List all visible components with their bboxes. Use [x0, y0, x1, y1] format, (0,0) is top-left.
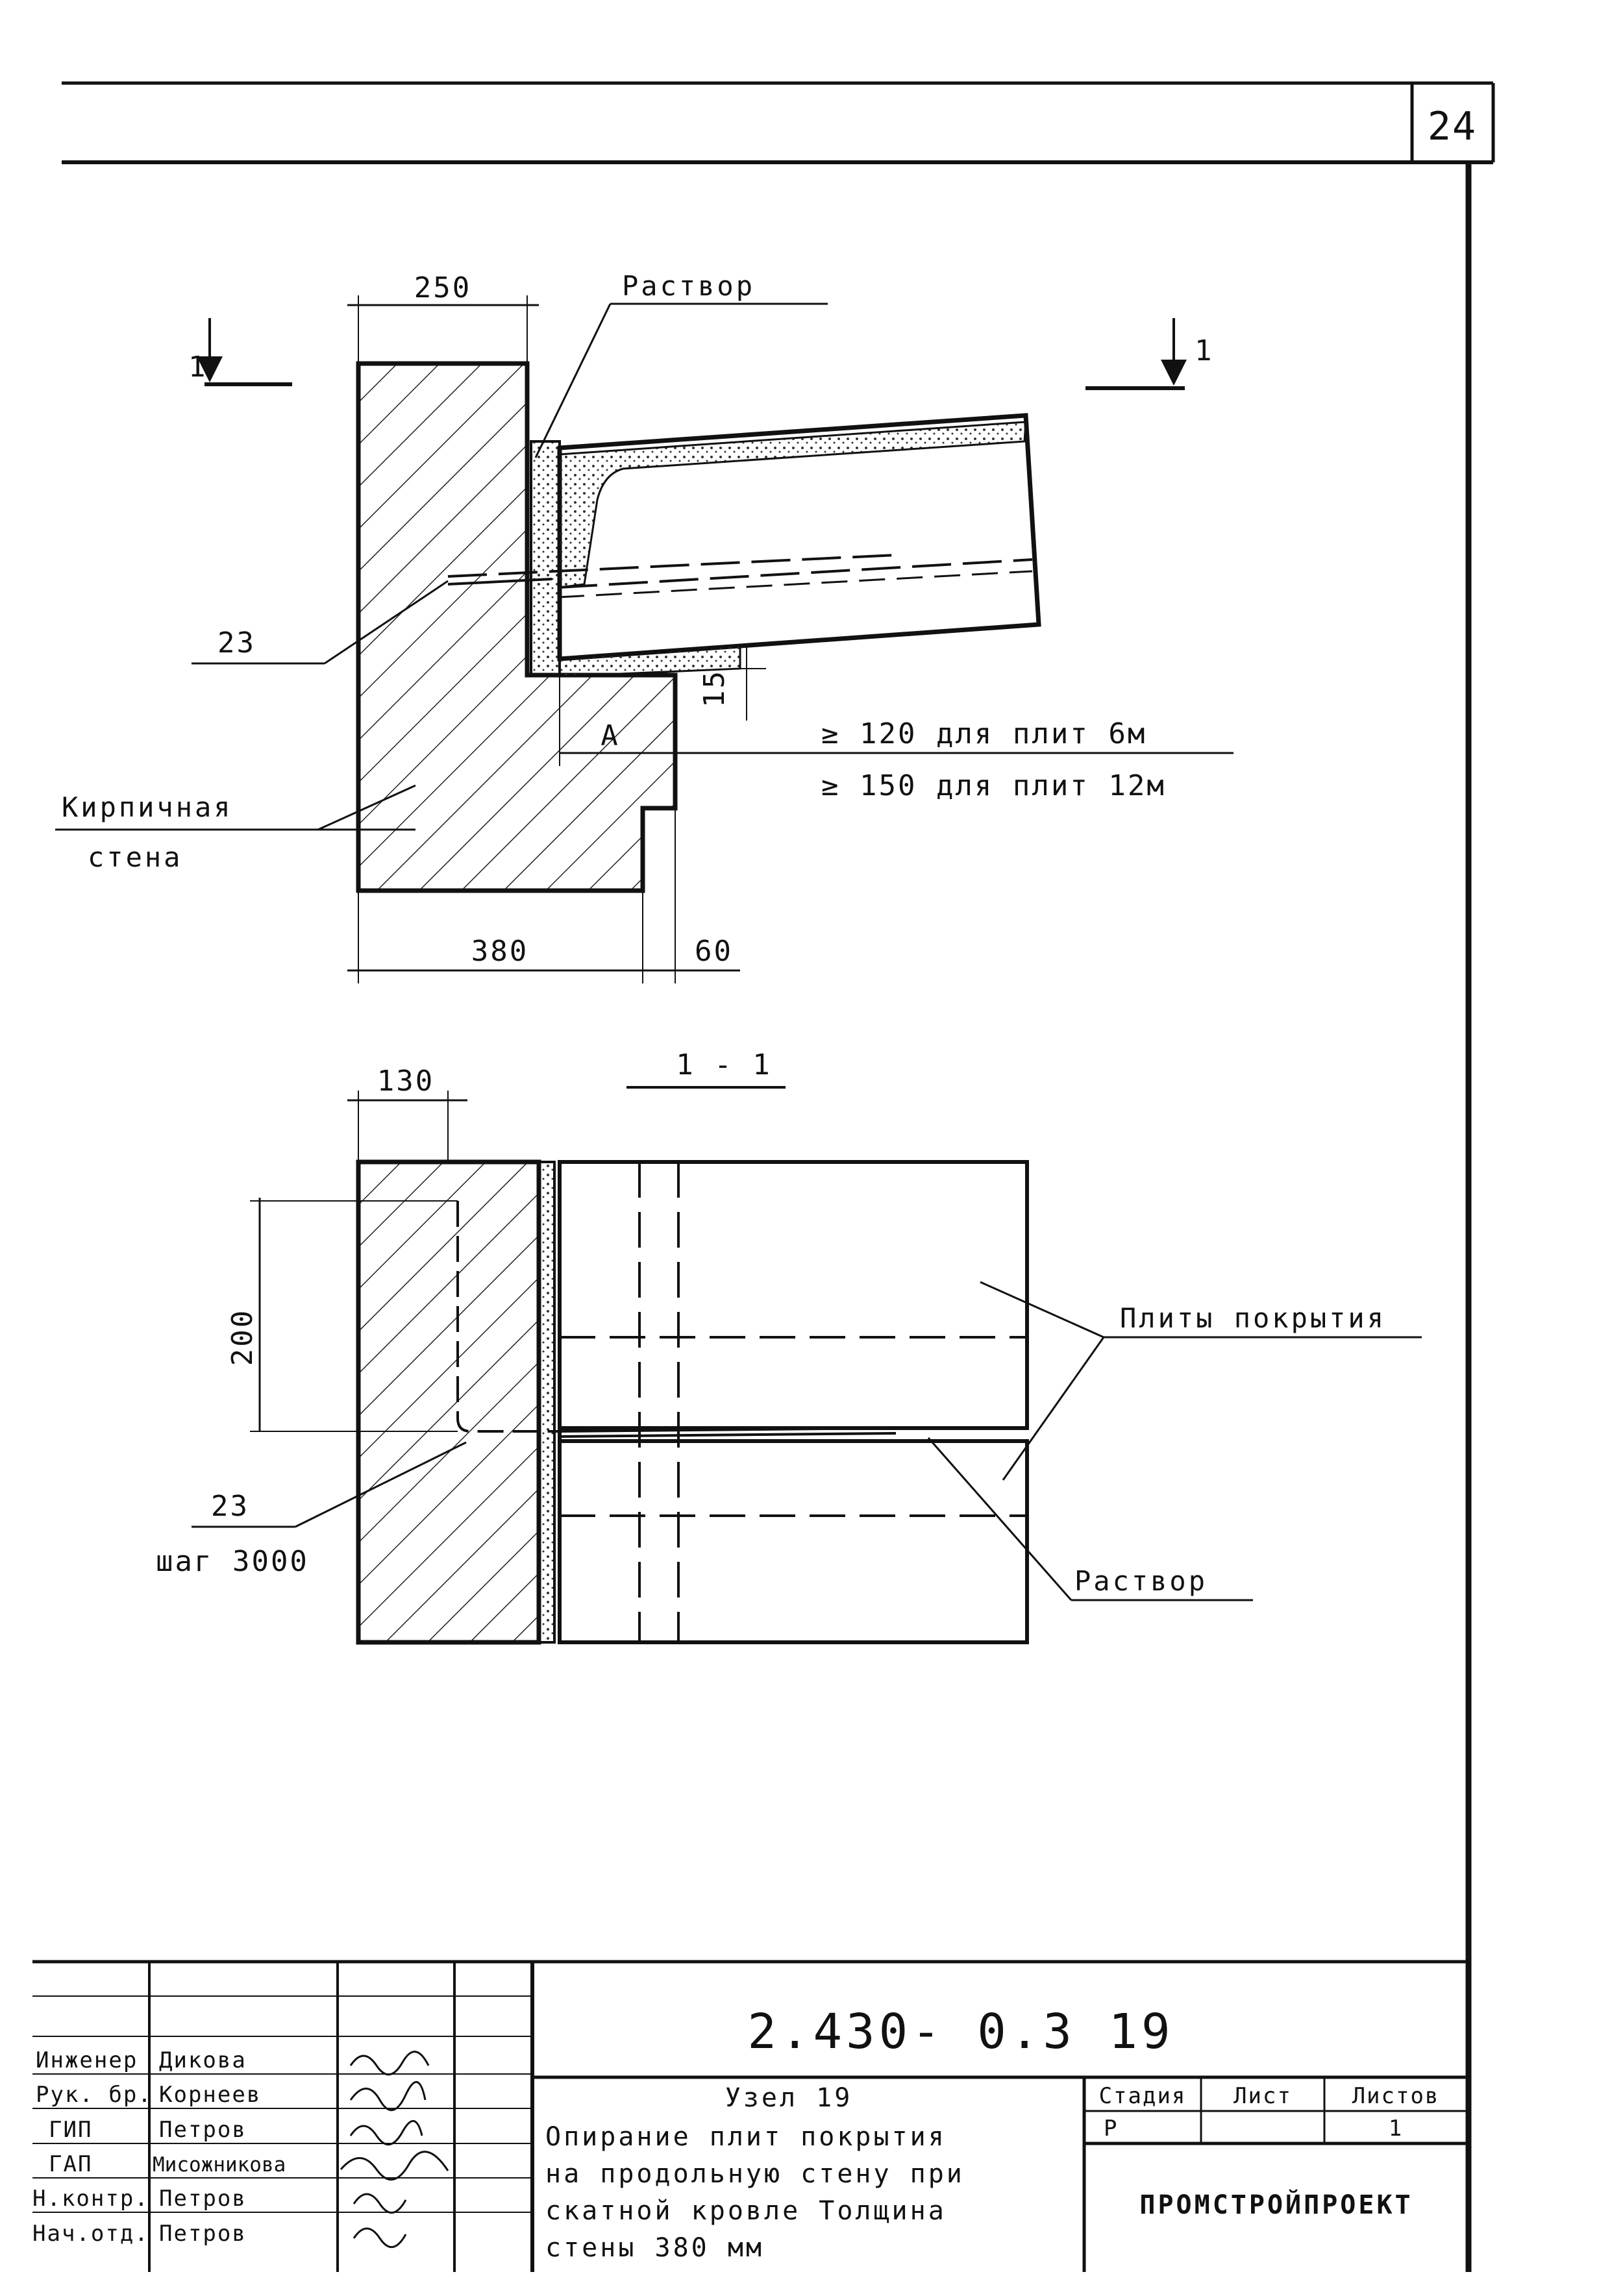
- dim-130: 130: [377, 1065, 434, 1098]
- stage-value: Р: [1104, 2116, 1118, 2142]
- staff-role: Инженер: [36, 2047, 138, 2073]
- description-line-3: скатной кровле Толщина: [545, 2196, 947, 2226]
- note-line-2: ≥ 150 для плит 12м: [821, 769, 1166, 802]
- staff-name: Петров: [159, 2186, 247, 2212]
- dim-250: 250: [414, 271, 471, 304]
- mortar-layer: [530, 440, 561, 676]
- staff-name: Дикова: [159, 2047, 247, 2073]
- staff-name: Корнеев: [159, 2082, 261, 2108]
- staff-role: Рук. бр.: [36, 2082, 153, 2108]
- wall-label-line-1: Кирпичная: [62, 791, 233, 823]
- wall-label-line-2: стена: [88, 841, 182, 873]
- staff-role: ГАП: [49, 2151, 92, 2177]
- signatures: [340, 2051, 449, 2249]
- mortar-label-top: Раствор: [622, 270, 755, 302]
- sheets-value: 1: [1389, 2116, 1403, 2142]
- title-block: 2.430- 0.3 19 Узел 19 Опирание плит покр…: [32, 1960, 1469, 2272]
- dim-15: 15: [698, 669, 731, 708]
- note-line-1: ≥ 120 для плит 6м: [821, 717, 1147, 750]
- dim-200: 200: [226, 1309, 259, 1366]
- label-23-section: 23: [211, 1490, 249, 1523]
- organization: ПРОМСТРОЙПРОЕКТ: [1139, 2189, 1413, 2220]
- description-line-4: стены 380 мм: [545, 2233, 764, 2263]
- dim-60: 60: [695, 935, 733, 968]
- staff-name: Петров: [159, 2117, 247, 2143]
- node-title: Узел 19: [725, 2083, 853, 2113]
- header-sheet: Лист: [1233, 2083, 1292, 2109]
- sheet-number: 24: [1428, 104, 1477, 149]
- section-wall: [356, 1159, 541, 1645]
- section-plate-upper: [558, 1160, 1029, 1430]
- section-title: 1 - 1: [676, 1048, 771, 1081]
- section-marker-right: 1: [1195, 334, 1214, 367]
- staff-role: Нач.отд.: [32, 2221, 149, 2247]
- section-plate-lower: [558, 1439, 1029, 1644]
- staff-name: Мисожникова: [153, 2153, 286, 2177]
- staff-role: Н.контр.: [32, 2186, 149, 2212]
- description-line-2: на продольную стену при: [545, 2159, 965, 2189]
- label-a: А: [601, 719, 620, 752]
- sheet-frame: [62, 81, 1495, 2272]
- description-line-1: Опирание плит покрытия: [545, 2122, 947, 2152]
- section-marker-left: 1: [188, 351, 208, 384]
- label-23-top: 23: [217, 626, 256, 660]
- mortar-label-bottom: Раствор: [1074, 1565, 1208, 1597]
- plan-view: 1 1 250 Раствор 23 15 А ≥ 120 для плит 6…: [55, 270, 1233, 983]
- section-view: 1 - 1 130 200 Плиты покрытия: [156, 1048, 1422, 1645]
- dim-380: 380: [471, 935, 528, 968]
- header-stage: Стадия: [1099, 2083, 1187, 2109]
- label-step: шаг 3000: [156, 1545, 309, 1578]
- designation: 2.430- 0.3 19: [747, 2004, 1174, 2060]
- staff-name: Петров: [159, 2221, 247, 2247]
- header-sheets: Листов: [1352, 2083, 1440, 2109]
- staff-role: ГИП: [49, 2117, 92, 2143]
- plates-label: Плиты покрытия: [1120, 1302, 1386, 1334]
